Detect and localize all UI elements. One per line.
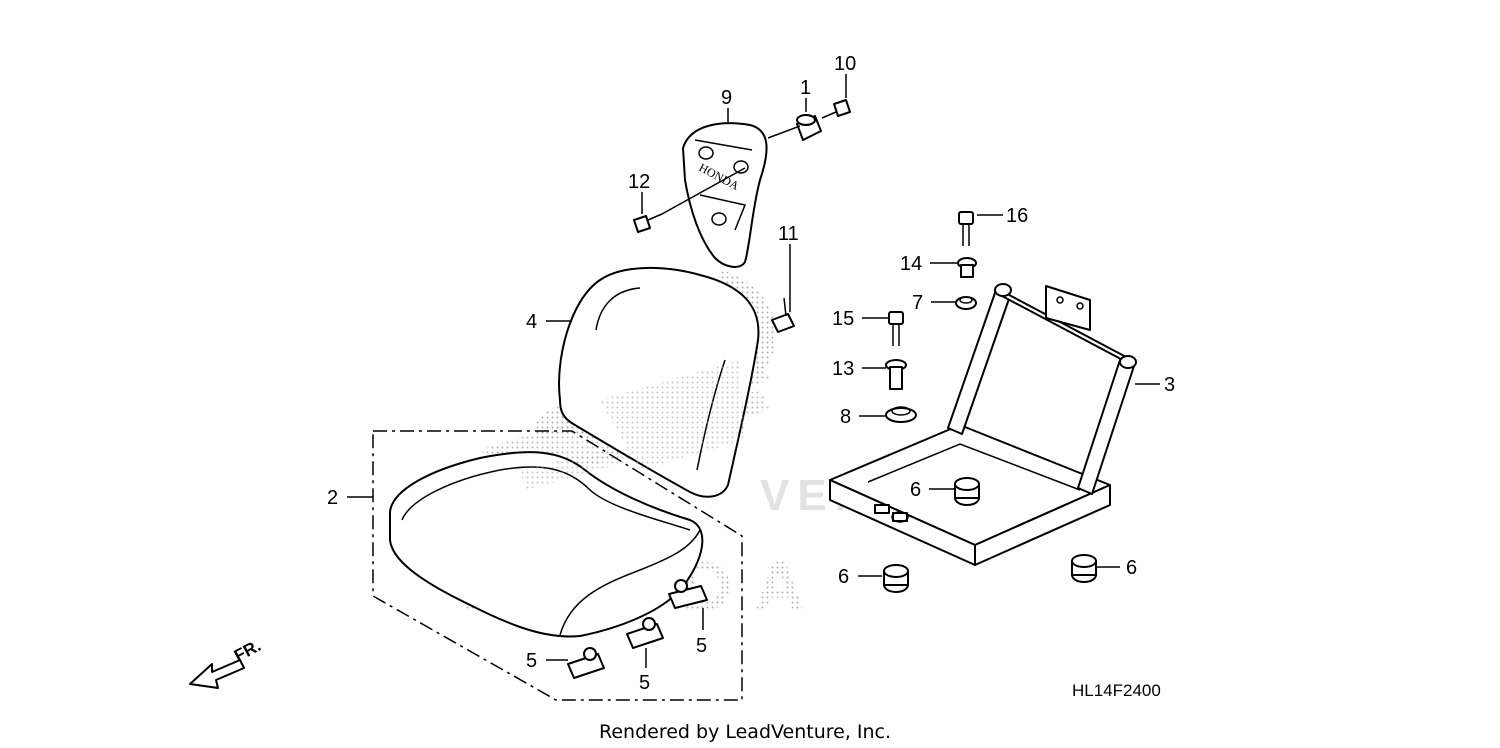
callout-6-frame: 6 bbox=[910, 479, 921, 501]
callout-12: 12 bbox=[628, 171, 650, 193]
callout-6-right: 6 bbox=[1126, 557, 1137, 579]
backrest bbox=[558, 266, 760, 498]
grommet-7 bbox=[955, 296, 977, 310]
callout-6-left: 6 bbox=[838, 566, 849, 588]
callout-10: 10 bbox=[834, 53, 856, 75]
callout-7: 7 bbox=[912, 292, 923, 314]
clip-5c bbox=[668, 579, 708, 609]
callout-5-left: 5 bbox=[526, 650, 537, 672]
stopper-6-frame bbox=[954, 477, 980, 506]
callout-9: 9 bbox=[721, 87, 732, 109]
render-credit: Rendered by LeadVenture, Inc. bbox=[599, 721, 891, 743]
stopper-6-right bbox=[1071, 554, 1097, 583]
collar bbox=[796, 114, 822, 141]
leader-lines bbox=[347, 74, 1160, 668]
callout-3: 3 bbox=[1164, 374, 1175, 396]
bolt-12 bbox=[633, 213, 663, 233]
clip-5b bbox=[626, 617, 664, 649]
seat-assembly-boundary bbox=[372, 430, 743, 701]
bolt-11 bbox=[771, 297, 795, 333]
bolt-15 bbox=[888, 311, 904, 346]
clip-5a bbox=[567, 647, 605, 679]
bolt-10 bbox=[821, 99, 851, 119]
seat-frame bbox=[829, 283, 1137, 566]
grommet-8 bbox=[885, 406, 917, 423]
callout-labels: 1 10 9 12 11 4 2 3 16 14 7 15 13 8 6 6 6… bbox=[327, 53, 1175, 694]
callout-2: 2 bbox=[327, 487, 338, 509]
bolt-16 bbox=[958, 211, 974, 246]
callout-5-right: 5 bbox=[696, 635, 707, 657]
front-direction-indicator: FR. bbox=[189, 636, 264, 689]
callout-11: 11 bbox=[778, 223, 799, 245]
callout-14: 14 bbox=[900, 253, 922, 275]
callout-15: 15 bbox=[832, 308, 854, 330]
callout-1: 1 bbox=[800, 77, 811, 99]
callout-8: 8 bbox=[840, 406, 851, 428]
backrest-bracket: HONDA bbox=[682, 122, 768, 268]
stopper-6-left bbox=[883, 564, 909, 593]
diagram-code: HL14F2400 bbox=[1072, 681, 1161, 700]
callout-16: 16 bbox=[1006, 205, 1028, 227]
callout-4: 4 bbox=[526, 311, 537, 333]
washer-bolt-14 bbox=[957, 257, 977, 278]
callout-5-middle: 5 bbox=[639, 672, 650, 694]
front-arrow-icon bbox=[189, 659, 245, 689]
callout-13: 13 bbox=[832, 358, 854, 380]
washer-bolt-13 bbox=[885, 359, 907, 390]
